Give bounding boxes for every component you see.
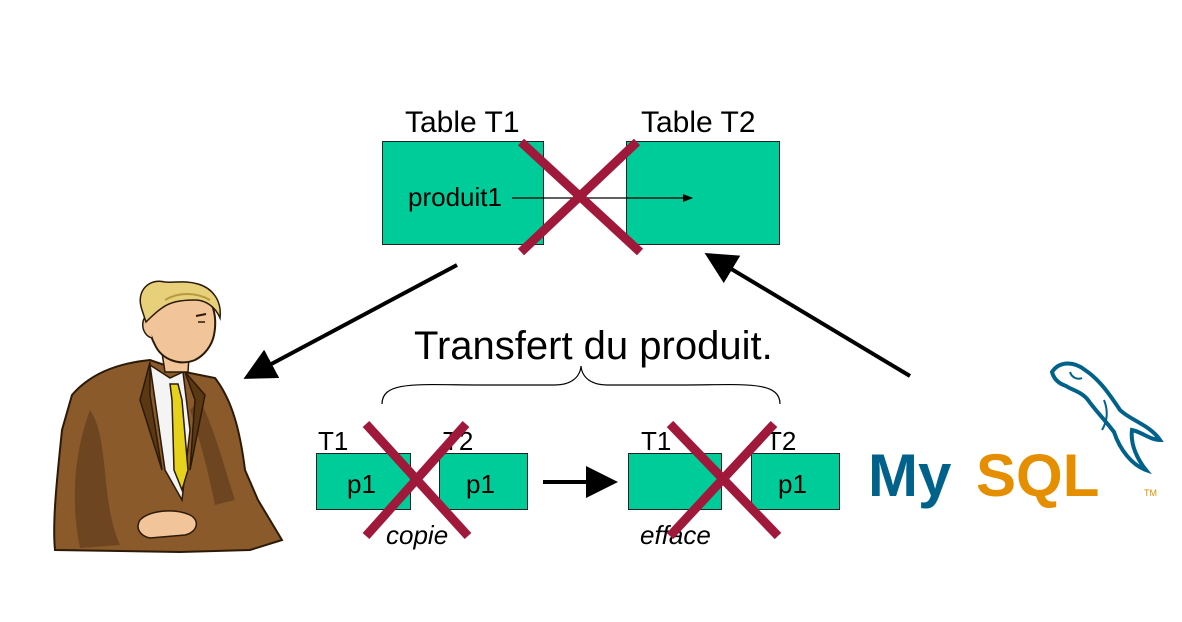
curly-brace [381, 365, 781, 405]
arrow-from-mysql [704, 252, 912, 378]
step-left-cross-icon [362, 420, 472, 540]
table-t1-label: Table T1 [405, 106, 520, 139]
step-right-t1-label: T1 [641, 426, 672, 456]
businessman-illustration [53, 280, 284, 554]
mysql-logo-text-my: My [868, 442, 952, 509]
table-t2-label: Table T2 [641, 106, 756, 139]
step-left-t1-label: T1 [318, 426, 349, 456]
step-left-action: copie [386, 520, 449, 550]
diagram-caption: Transfert du produit. [414, 324, 773, 368]
arrow-to-user [243, 263, 458, 379]
step-left-t1-cell: p1 [347, 469, 376, 499]
step-right-cross-icon [666, 420, 782, 540]
table-t2-box [626, 141, 780, 245]
product-label: produit1 [408, 182, 502, 212]
mysql-trademark: TM [1144, 488, 1157, 498]
top-cross-icon [517, 138, 644, 256]
mysql-logo-text-sql: SQL [976, 442, 1099, 509]
step-right-t2-box [751, 453, 840, 510]
step-left-t2-box [439, 453, 528, 510]
table-t1-box [382, 141, 544, 245]
mysql-dolphin-logo [1049, 361, 1164, 475]
step-right-t2-cell: p1 [778, 469, 807, 499]
step-left-t2-cell: p1 [466, 469, 495, 499]
